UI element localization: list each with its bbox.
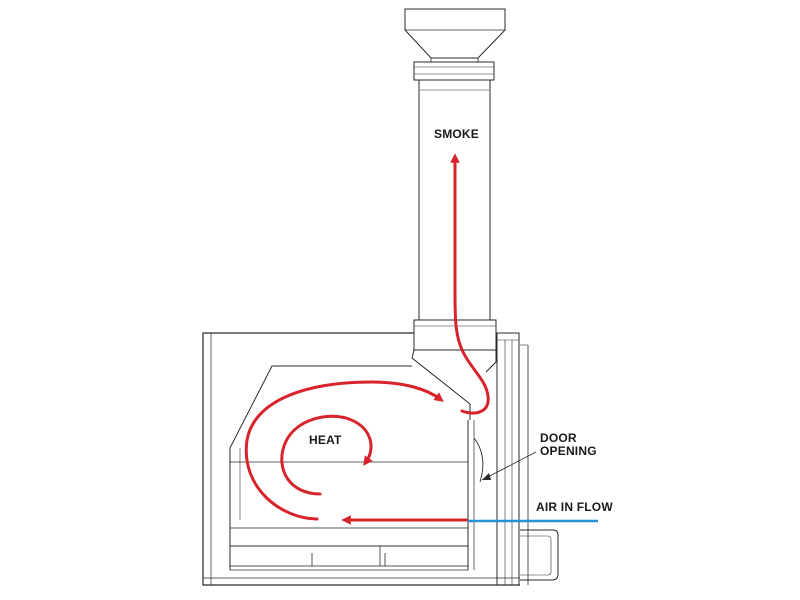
door-opening — [473, 437, 537, 483]
chimney-cap — [404, 8, 506, 63]
heat-loop-arrow — [244, 380, 444, 521]
flue-collar — [411, 319, 497, 420]
air-in-flow-label: AIR IN FLOW — [536, 500, 613, 514]
oven-body — [202, 332, 529, 586]
heat-spiral-arrow — [280, 414, 373, 496]
door-label-line2: OPENING — [540, 444, 597, 458]
smoke-label: SMOKE — [434, 127, 480, 141]
flow-arrows — [244, 153, 490, 525]
smoke-arrow — [450, 153, 490, 415]
heat-label: HEAT — [309, 433, 342, 447]
hearth-floor — [229, 527, 469, 571]
front-shelf — [520, 529, 559, 581]
door-label-line1: DOOR — [540, 431, 577, 445]
door-opening-label: DOOR OPENING — [540, 432, 597, 458]
